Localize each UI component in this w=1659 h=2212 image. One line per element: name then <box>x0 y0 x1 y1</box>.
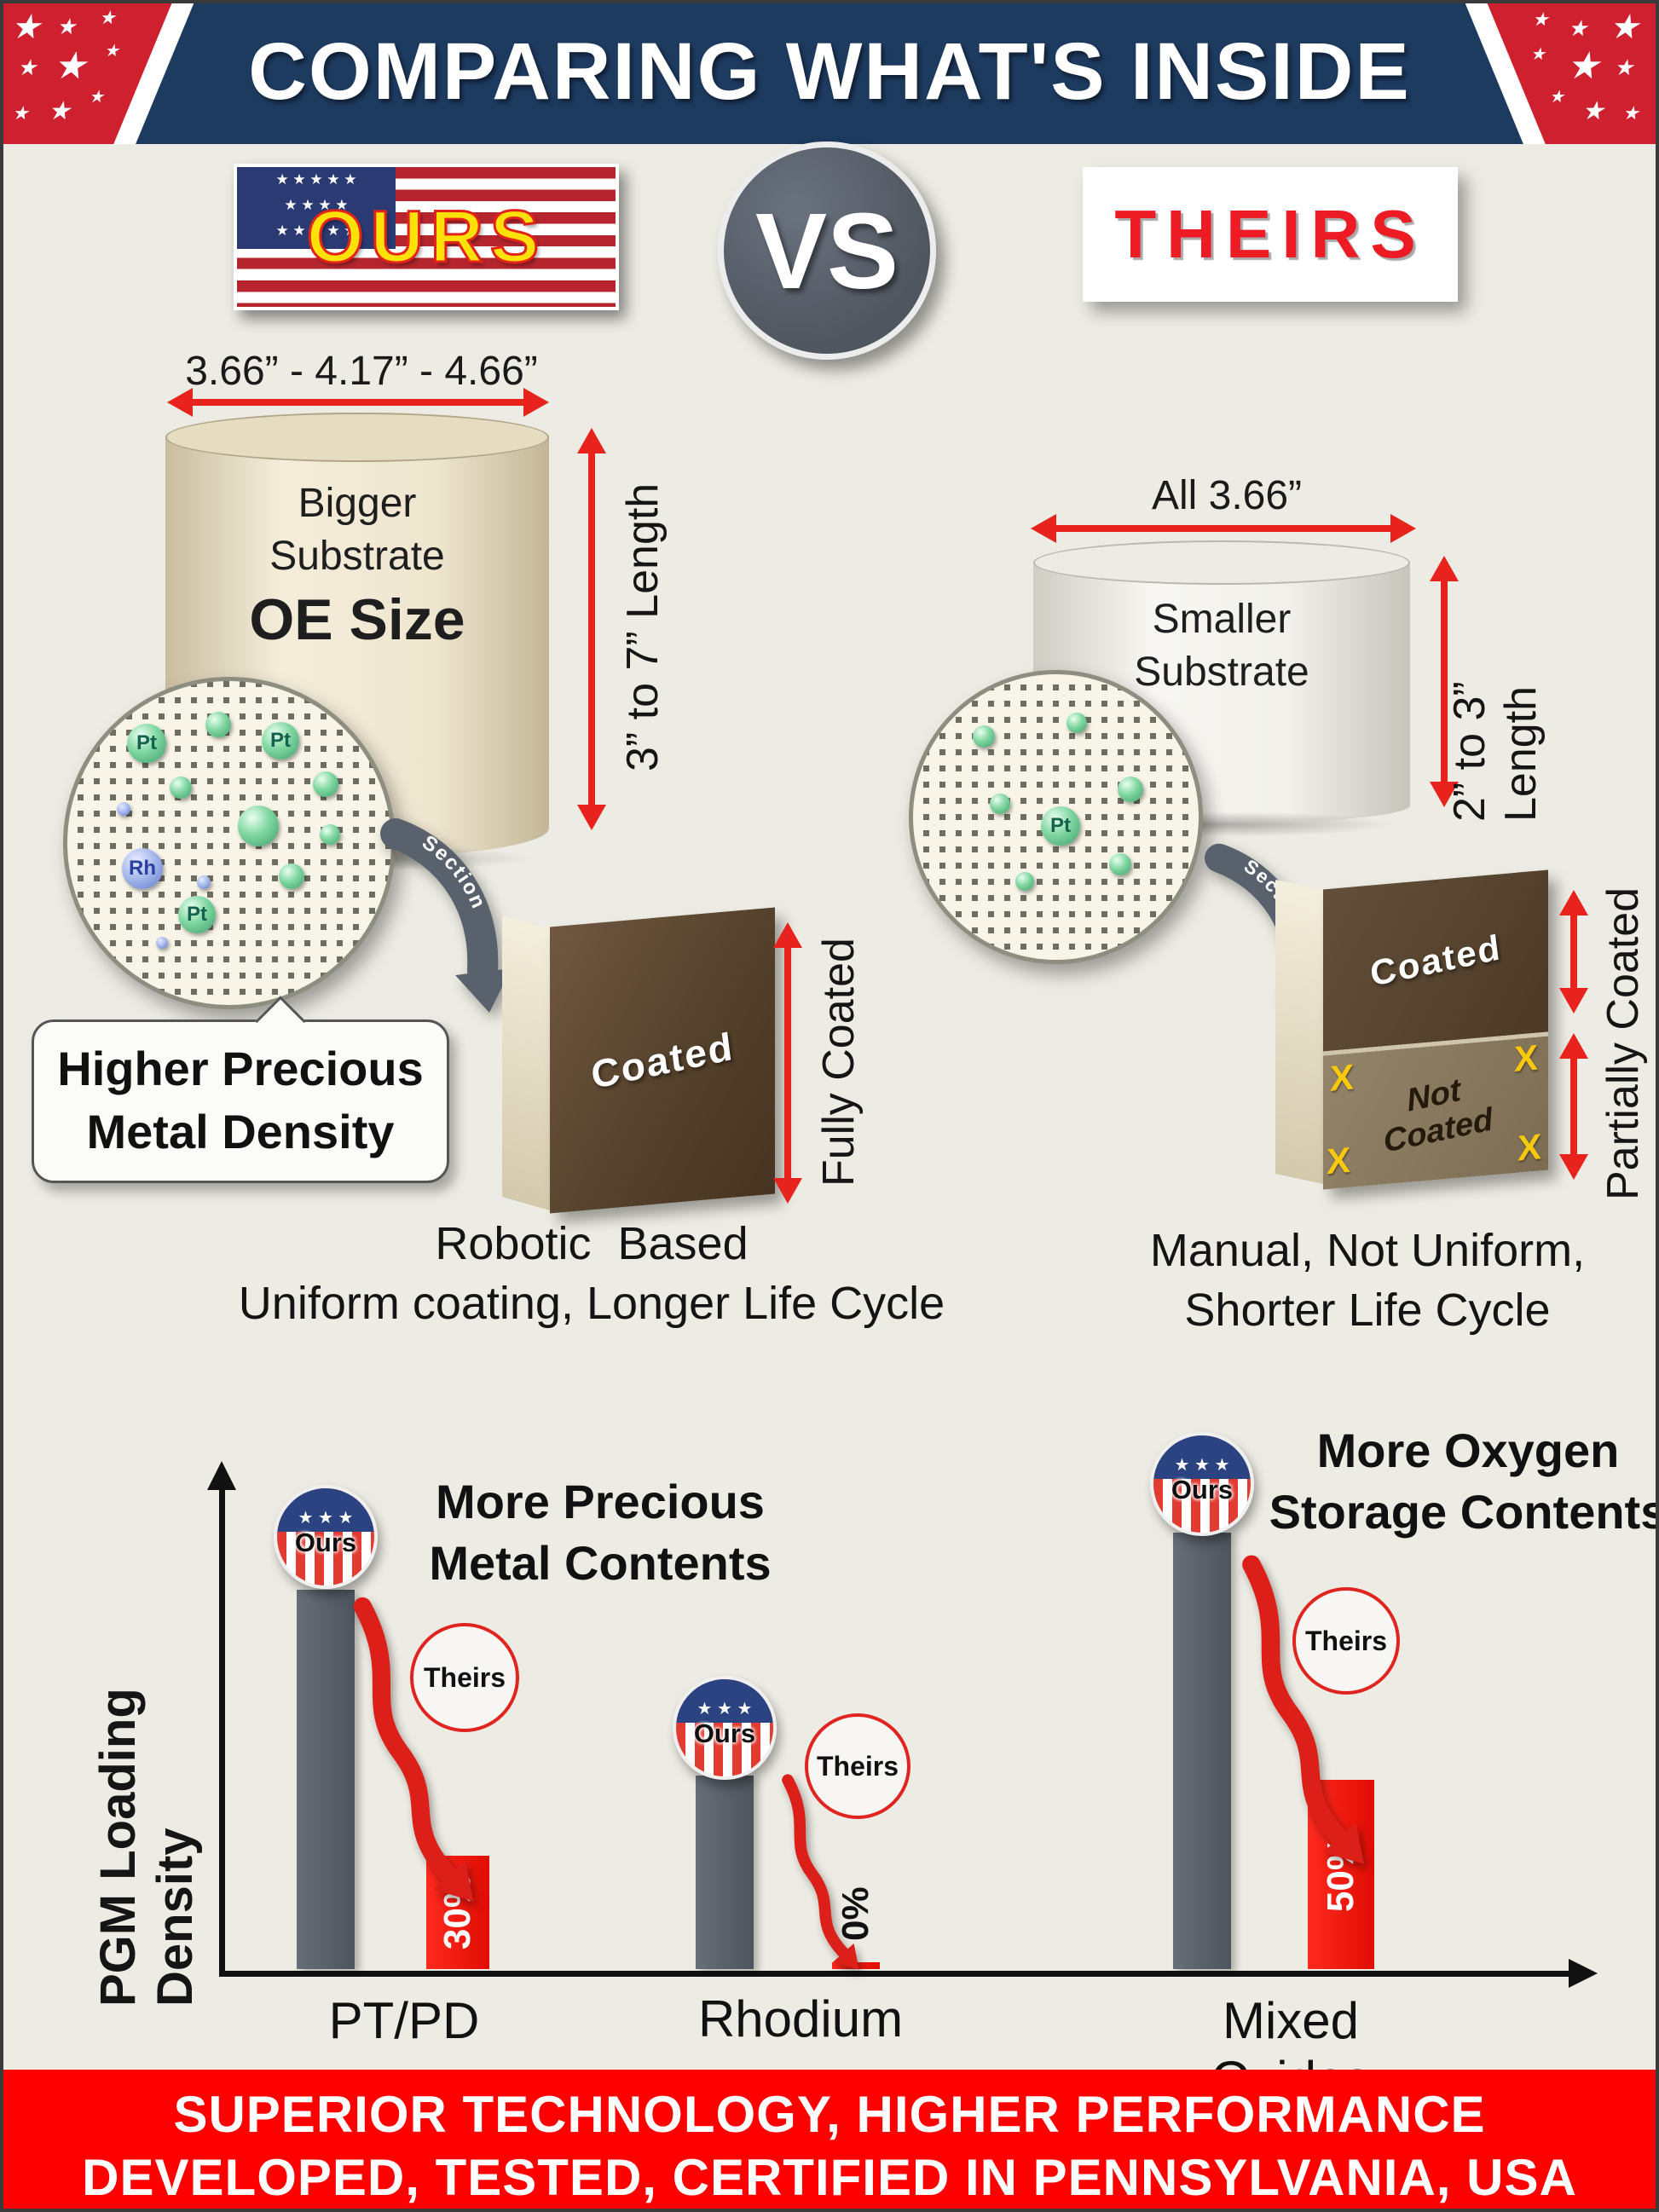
theirs-substrate-zoom: Pt <box>909 670 1203 964</box>
coated-substrate-section-ours: Coated <box>502 907 783 1224</box>
coated-label: Coated <box>1367 927 1504 994</box>
pt-particle: Pt <box>1041 806 1080 846</box>
coated-zone: Coated <box>1323 869 1548 1052</box>
bar-ours-ptpd <box>297 1590 355 1969</box>
x-mark-icon <box>1327 1140 1350 1182</box>
ours-badge-rhodium: Ours <box>673 1676 777 1780</box>
theirs-label: THEIRS <box>1114 196 1426 272</box>
particle <box>1109 853 1131 875</box>
particle <box>117 802 130 816</box>
particle <box>205 712 231 737</box>
theirs-badge-mixed-oxides: Theirs <box>1292 1587 1400 1695</box>
particle <box>238 806 279 846</box>
stars-icon <box>676 1679 773 1724</box>
ours-badge-ptpd: Ours <box>274 1485 378 1589</box>
particle <box>990 794 1010 814</box>
x-mark-icon <box>1514 1037 1538 1080</box>
x-axis-arrowhead <box>1569 1959 1598 1988</box>
particle <box>1066 713 1087 733</box>
page-title: COMPARING WHAT'S INSIDE <box>248 26 1411 117</box>
header-banner: COMPARING WHAT'S INSIDE <box>3 3 1656 144</box>
ours-length-arrow <box>576 428 607 830</box>
y-axis-arrowhead <box>207 1461 236 1490</box>
flag-canton <box>237 167 396 249</box>
footer-line2: DEVELOPED, TESTED, CERTIFIED IN PENNSYLV… <box>82 2149 1577 2206</box>
particle <box>320 824 340 845</box>
pt-particle: Pt <box>127 724 166 763</box>
particle <box>313 771 338 797</box>
precious-metal-density-callout: Higher Precious Metal Density <box>32 996 449 1183</box>
ours-flag-label: OURS <box>234 164 619 310</box>
not-coated-label: Not Coated <box>1381 1071 1495 1160</box>
annotation-oxygen-storage: More Oxygen Storage Contents <box>1269 1424 1659 1539</box>
theirs-length-label: 2” to 3” Length <box>1445 681 1546 822</box>
partially-coated-arrow-top <box>1558 890 1589 1014</box>
ours-label: OURS <box>305 194 546 279</box>
decline-arrow-rhodium <box>782 1774 859 1970</box>
ours-diameter-arrow <box>167 387 549 418</box>
theirs-diameter-arrow <box>1031 513 1416 544</box>
fully-coated-label: Fully Coated <box>814 938 864 1187</box>
theirs-caption: Manual, Not Uniform, Shorter Life Cycle <box>1149 1225 1586 1336</box>
particle <box>279 863 304 889</box>
substrate-side-face <box>502 915 550 1211</box>
substrate-front-face: Coated Not Coated <box>1323 869 1548 1190</box>
not-coated-zone: Not Coated <box>1323 1031 1548 1190</box>
coated-substrate-section-theirs: Coated Not Coated <box>1275 869 1561 1195</box>
bar-ours-rhodium <box>696 1776 754 1969</box>
ours-caption: Robotic Based Uniform coating, Longer Li… <box>238 1218 945 1329</box>
rh-particle: Rh <box>122 848 163 889</box>
particle <box>197 875 211 889</box>
partially-coated-label: Partially Coated <box>1598 887 1648 1200</box>
partially-coated-arrow-bottom <box>1558 1033 1589 1180</box>
substrate-side-face <box>1275 880 1323 1184</box>
theirs-badge-ptpd: Theirs <box>410 1623 519 1732</box>
bar-ours-mixed-oxides <box>1173 1533 1231 1969</box>
particle <box>170 777 192 799</box>
footer-line1: SUPERIOR TECHNOLOGY, HIGHER PERFORMANCE <box>173 2086 1486 2143</box>
particle <box>1118 777 1143 802</box>
theirs-card: THEIRS <box>1083 167 1458 302</box>
ours-substrate-zoom: Pt Pt Rh Pt <box>63 677 396 1009</box>
theirs-length-arrow <box>1429 556 1460 807</box>
fully-coated-arrow <box>772 922 803 1204</box>
vs-label: VS <box>754 190 899 311</box>
ours-substrate-text: Bigger Substrate OE Size <box>249 481 465 652</box>
section-arrow-ours: Section <box>380 818 512 1013</box>
coated-label: Coated <box>588 1023 737 1098</box>
pt-particle: Pt <box>262 722 299 759</box>
ours-diameter-label: 3.66” - 4.17” - 4.66” <box>185 349 538 394</box>
ours-length-label: 3” to 7” Length <box>618 482 668 772</box>
decline-arrow-mixed-oxides <box>1242 1555 1365 1864</box>
y-axis-label: PGM Loading Density <box>90 1688 203 2007</box>
x-axis <box>219 1971 1571 1977</box>
theirs-badge-rhodium: Theirs <box>805 1713 910 1819</box>
x-mark-icon <box>1517 1126 1541 1169</box>
theirs-substrate-text: Smaller Substrate <box>1134 597 1309 695</box>
x-mark-icon <box>1330 1056 1354 1099</box>
pt-particle: Pt <box>178 896 216 933</box>
decline-arrow-ptpd <box>353 1597 474 1902</box>
footer-banner: SUPERIOR TECHNOLOGY, HIGHER PERFORMANCE … <box>3 2070 1656 2209</box>
vs-badge: VS <box>718 141 936 360</box>
cylinder-top <box>1033 540 1410 585</box>
particle <box>1015 872 1034 891</box>
y-axis <box>219 1488 225 1976</box>
particle <box>156 937 168 949</box>
stars-icon <box>277 1488 374 1533</box>
cylinder-top <box>165 413 549 462</box>
theirs-diameter-label: All 3.66” <box>1151 473 1303 518</box>
stars-icon <box>1153 1435 1251 1480</box>
substrate-front-face: Coated <box>550 907 775 1214</box>
particle <box>973 725 995 748</box>
annotation-precious-metal: More Precious Metal Contents <box>429 1475 772 1590</box>
ours-badge-mixed-oxides: Ours <box>1150 1432 1254 1536</box>
x-label-rhodium: Rhodium <box>697 1990 904 2047</box>
x-label-ptpd: PT/PD <box>328 1992 480 2049</box>
